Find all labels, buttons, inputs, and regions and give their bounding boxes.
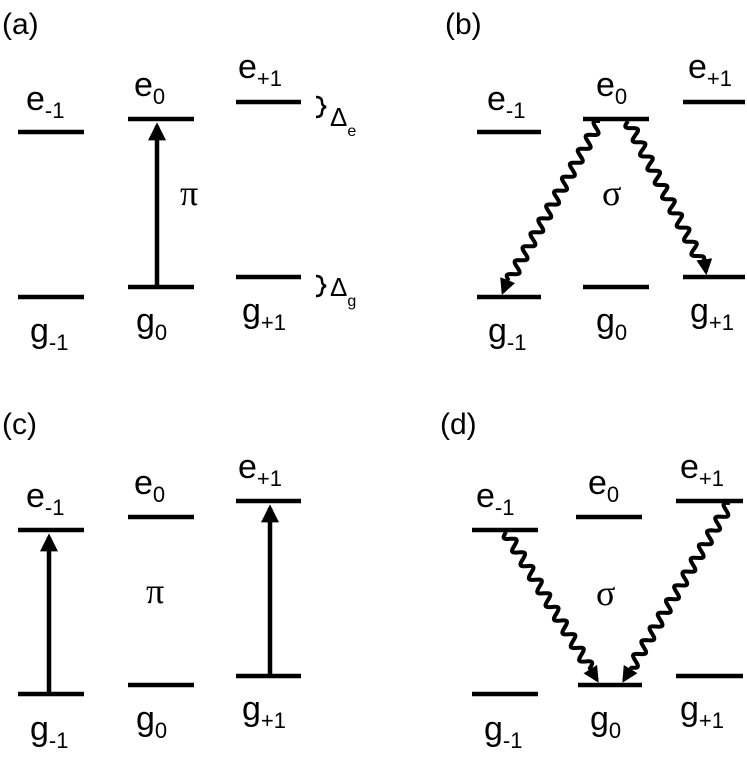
panel-d: (d) e-1 e0 e+1 g-1 g0 g+1 σ	[440, 408, 743, 753]
level-label: g-1	[488, 312, 526, 355]
transition-symbol: π	[146, 571, 164, 611]
level-label: g+1	[242, 690, 286, 733]
level-label: g-1	[30, 710, 68, 753]
transition-symbol: π	[180, 173, 198, 213]
level-label: e-1	[26, 477, 64, 520]
level-label: e+1	[688, 48, 732, 91]
level-label: e-1	[26, 80, 64, 123]
level-label: e0	[596, 66, 627, 109]
level-label: g+1	[242, 292, 286, 335]
sigma-decay-left-arrow	[501, 530, 599, 683]
splitting-brace-e	[315, 95, 327, 119]
transition-symbol: σ	[602, 173, 621, 213]
level-label: e+1	[238, 448, 282, 491]
level-label: g0	[590, 700, 621, 743]
level-label: e+1	[680, 448, 724, 491]
level-label: g-1	[30, 312, 68, 355]
splitting-delta-g: Δg	[330, 272, 356, 310]
panel-label-b: (b)	[445, 8, 482, 41]
splitting-brace-g	[315, 274, 327, 298]
panel-label-a: (a)	[2, 8, 39, 41]
level-label: e0	[134, 464, 165, 507]
panel-c: (c) e-1 e0 e+1 g-1 g0 g+1 π	[2, 408, 301, 753]
panel-label-d: (d)	[440, 408, 477, 441]
level-label: e0	[134, 66, 165, 109]
sigma-decay-right-arrow	[623, 119, 713, 276]
level-label: e+1	[238, 48, 282, 91]
level-label: g0	[596, 302, 627, 345]
level-label: e-1	[487, 80, 525, 123]
sigma-decay-right-arrow	[622, 500, 731, 683]
level-label: g-1	[484, 710, 522, 753]
level-label: g+1	[680, 690, 724, 733]
level-label: g0	[136, 700, 167, 743]
panel-label-c: (c)	[2, 408, 37, 441]
level-label: e-1	[476, 477, 514, 520]
level-label: g+1	[690, 292, 734, 335]
transition-symbol: σ	[596, 573, 615, 613]
panel-a: (a) e-1 e0 e+1 g-1 g0 g+1 π Δe Δg	[2, 8, 356, 355]
level-label: g0	[136, 302, 167, 345]
sigma-decay-left-arrow	[500, 118, 601, 295]
level-label: e0	[588, 464, 619, 507]
panel-b: (b) e-1 e0 e+1 g-1 g0 g+1 σ	[445, 8, 745, 355]
splitting-delta-e: Δe	[330, 102, 356, 140]
